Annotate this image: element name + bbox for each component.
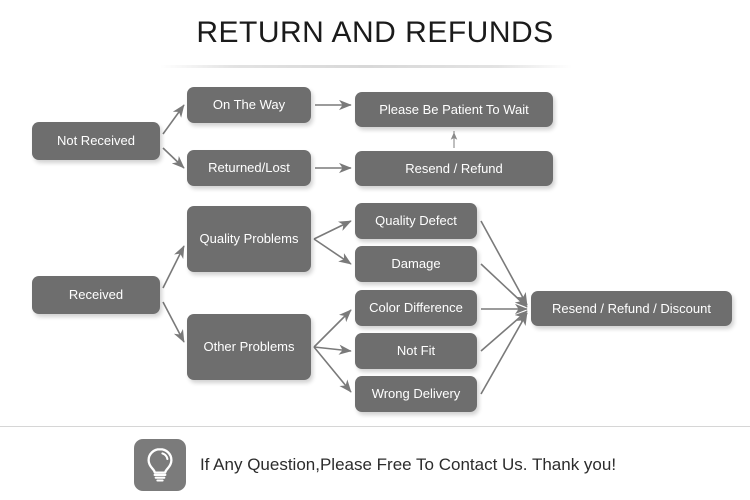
flow-node-damage: Damage bbox=[355, 246, 477, 282]
footer-contact-bar: If Any Question,Please Free To Contact U… bbox=[0, 430, 750, 500]
flow-node-label: Wrong Delivery bbox=[371, 386, 461, 402]
flow-node-please-be-patient: Please Be Patient To Wait bbox=[355, 92, 553, 127]
flow-edge-other-problems-to-wrong-delivery bbox=[313, 346, 352, 393]
flow-node-label: Quality Problems bbox=[199, 231, 299, 247]
flow-node-on-the-way: On The Way bbox=[187, 87, 311, 123]
flow-node-wrong-delivery: Wrong Delivery bbox=[355, 376, 477, 412]
flow-edge-other-problems-to-color-difference bbox=[313, 309, 352, 348]
flow-node-label: Resend / Refund bbox=[405, 160, 503, 176]
flow-node-label: Quality Defect bbox=[375, 213, 457, 229]
flow-edge-damage-to-resend-refund-discount bbox=[480, 263, 528, 308]
footer-divider bbox=[0, 426, 750, 427]
flow-node-color-difference: Color Difference bbox=[355, 290, 477, 326]
title-divider bbox=[160, 65, 572, 68]
flow-node-label: Not Fit bbox=[396, 343, 436, 359]
footer-contact-text: If Any Question,Please Free To Contact U… bbox=[199, 455, 617, 474]
page-title: RETURN AND REFUNDS bbox=[196, 16, 554, 49]
flow-node-resend-refund-discount: Resend / Refund / Discount bbox=[531, 291, 732, 326]
flow-node-not-fit: Not Fit bbox=[355, 333, 477, 369]
flow-node-label: Resend / Refund / Discount bbox=[552, 300, 711, 316]
flow-node-other-problems: Other Problems bbox=[187, 314, 311, 380]
flow-edge-quality-problems-to-damage bbox=[313, 238, 352, 265]
flow-edge-other-problems-to-not-fit bbox=[313, 344, 352, 355]
flow-node-label: Received bbox=[68, 287, 124, 303]
flow-node-label: On The Way bbox=[212, 97, 286, 113]
flow-edge-wrong-delivery-to-resend-refund-discount bbox=[480, 312, 528, 395]
flow-node-returned-lost: Returned/Lost bbox=[187, 150, 311, 186]
flow-node-received: Received bbox=[32, 276, 160, 314]
flow-node-not-received: Not Received bbox=[32, 122, 160, 160]
flow-node-label: Damage bbox=[391, 256, 441, 272]
flow-node-label: Please Be Patient To Wait bbox=[379, 101, 529, 117]
lightbulb-icon bbox=[133, 439, 186, 491]
flow-node-label: Returned/Lost bbox=[208, 160, 290, 176]
flow-edge-not-fit-to-resend-refund-discount bbox=[480, 310, 528, 352]
flow-node-label: Other Problems bbox=[203, 339, 295, 355]
flow-edge-received-to-other-problems bbox=[162, 301, 185, 343]
flow-node-label: Not Received bbox=[56, 133, 136, 149]
flow-edge-not-received-to-on-the-way bbox=[162, 104, 185, 135]
flow-node-quality-defect: Quality Defect bbox=[355, 203, 477, 239]
flow-node-label: Color Difference bbox=[369, 300, 463, 316]
flow-node-quality-problems: Quality Problems bbox=[187, 206, 311, 272]
flow-edge-quality-defect-to-resend-refund-discount bbox=[480, 220, 528, 306]
flow-edge-received-to-quality-problems bbox=[162, 245, 185, 289]
flow-edge-not-received-to-returned-lost bbox=[162, 147, 185, 169]
flow-node-resend-refund: Resend / Refund bbox=[355, 151, 553, 186]
flow-edge-quality-problems-to-quality-defect bbox=[313, 220, 352, 240]
